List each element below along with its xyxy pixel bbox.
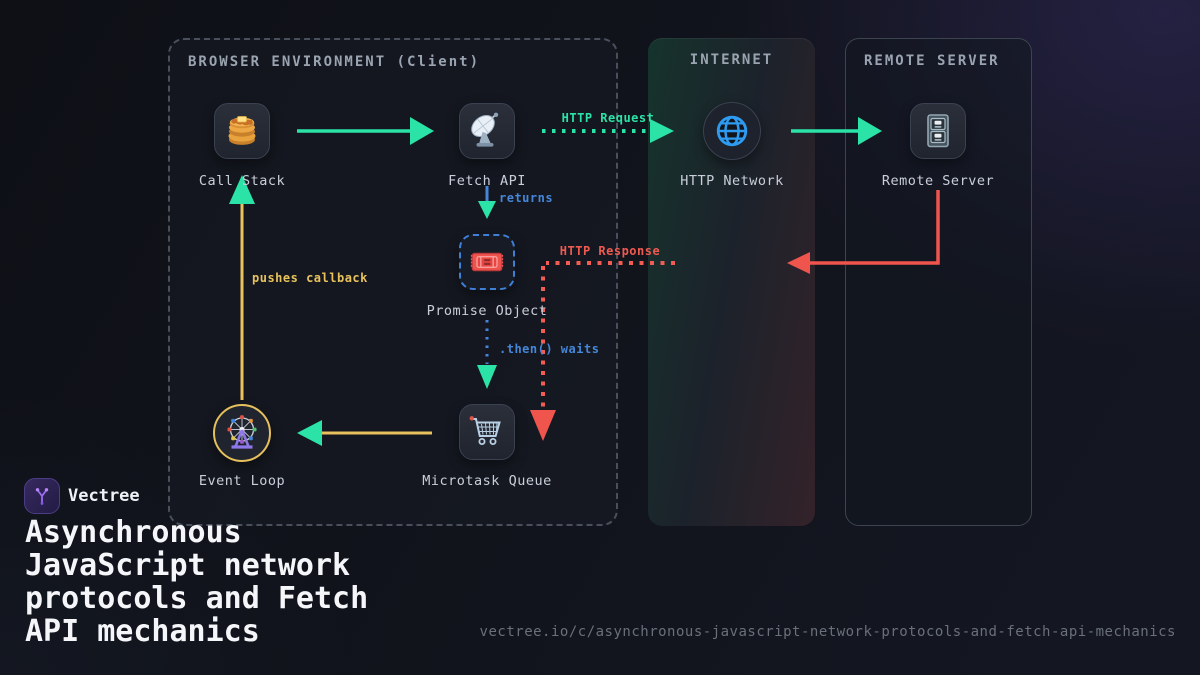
event-loop-label: Event Loop xyxy=(198,473,286,489)
pushes-callback-edge-label: pushes callback xyxy=(252,271,368,285)
footer-url: vectree.io/c/asynchronous-javascript-net… xyxy=(479,624,1176,640)
promise-object-node xyxy=(459,234,515,290)
http-request-edge-label: HTTP Request xyxy=(561,111,655,125)
fetch-api-node xyxy=(459,103,515,159)
remote-server-label: Remote Server xyxy=(881,173,995,189)
ferris-wheel-icon xyxy=(227,415,257,449)
http-network-node xyxy=(703,102,761,160)
call-stack-label: Call Stack xyxy=(198,173,286,189)
http-response-edge-label: HTTP Response xyxy=(559,244,661,258)
internet-title: INTERNET xyxy=(689,52,774,68)
brand-name: Vectree xyxy=(68,486,140,506)
globe-icon xyxy=(716,115,748,147)
vectree-branch-icon xyxy=(35,488,49,505)
browser-environment-title: BROWSER ENVIRONMENT (Client) xyxy=(188,54,481,70)
page-title: Asynchronous JavaScript network protocol… xyxy=(25,515,369,649)
microtask-queue-label: Microtask Queue xyxy=(422,473,552,489)
file-cabinet-icon xyxy=(927,114,949,148)
fetch-api-label: Fetch API xyxy=(448,173,526,189)
vectree-logo xyxy=(24,478,60,514)
returns-edge-label: returns xyxy=(499,191,554,205)
remote-server-title: REMOTE SERVER xyxy=(864,53,1000,69)
promise-object-label: Promise Object xyxy=(426,303,548,319)
then-waits-edge-label: .then() waits xyxy=(499,342,600,356)
satellite-dish-icon xyxy=(471,112,499,147)
microtask-queue-node xyxy=(459,404,515,460)
shopping-cart-icon xyxy=(469,416,501,445)
http-network-label: HTTP Network xyxy=(680,173,784,189)
ticket-icon xyxy=(470,252,504,272)
event-loop-node xyxy=(213,404,271,462)
call-stack-node xyxy=(214,103,270,159)
pancakes-icon xyxy=(228,116,256,145)
remote-server-node xyxy=(910,103,966,159)
